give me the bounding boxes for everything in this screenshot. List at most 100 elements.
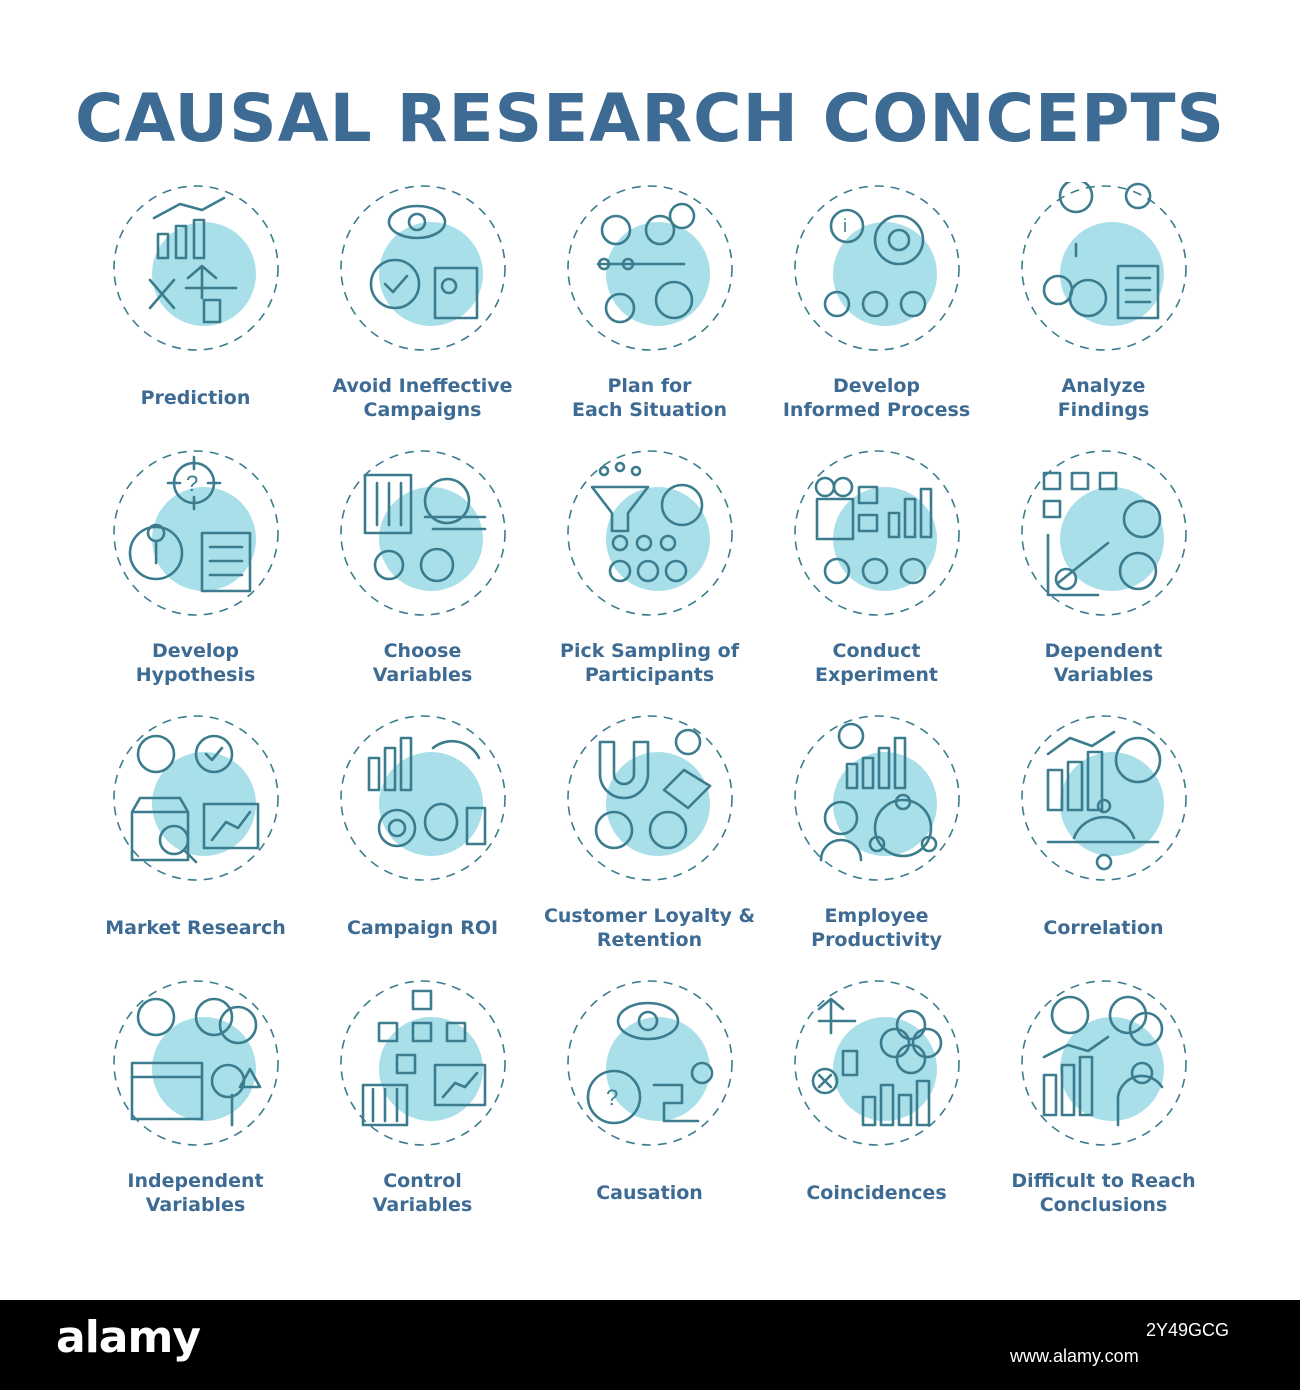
- image-id: 2Y49GCG: [1146, 1320, 1230, 1340]
- concept-label-line: Coincidences: [806, 1182, 947, 1204]
- concept-label-line: Difficult to Reach: [1011, 1170, 1196, 1192]
- analyze-findings-icon: [1018, 178, 1190, 354]
- difficult-conclusions-icon: [1018, 977, 1190, 1149]
- svg-text:?: ?: [606, 1085, 618, 1110]
- correlation-icon: [1018, 712, 1190, 884]
- concept-label-line: Dependent: [1044, 640, 1163, 662]
- concept-label-line: Conclusions: [1039, 1194, 1168, 1216]
- concept-label-line: Customer Loyalty &: [543, 905, 756, 927]
- concept-label-line: Choose: [383, 640, 462, 662]
- concept-label-line: Develop: [832, 375, 921, 397]
- campaign-roi-icon: [337, 712, 509, 884]
- prediction-icon: [110, 182, 282, 354]
- concept-label-line: Experiment: [815, 664, 938, 686]
- concept-label-line: Variables: [372, 1194, 473, 1216]
- concept-label-line: Develop: [151, 640, 240, 662]
- concept-label-line: Findings: [1057, 399, 1150, 421]
- concept-label-line: Prediction: [140, 387, 251, 409]
- page-title: CAUSAL RESEARCH CONCEPTS: [74, 80, 1226, 157]
- causation-icon: ?: [564, 977, 736, 1149]
- concept-item: Customer Loyalty &Retention: [536, 708, 763, 973]
- concept-label-line: Retention: [596, 929, 703, 951]
- develop-informed-process-icon: i: [791, 182, 963, 354]
- concept-label-line: Variables: [372, 664, 473, 686]
- concept-label-line: Analyze: [1061, 375, 1146, 397]
- concept-label-line: Market Research: [105, 917, 286, 939]
- independent-variables-icon: [110, 977, 282, 1149]
- concept-label-line: Independent: [127, 1170, 264, 1192]
- concept-item: ? Causation: [536, 973, 763, 1238]
- choose-variables-icon: [337, 447, 509, 619]
- concept-label: Coincidences: [757, 1181, 996, 1205]
- concept-label-line: Pick Sampling of: [560, 640, 739, 662]
- customer-loyalty-icon: [564, 712, 736, 884]
- site-url: www.alamy.com: [1010, 1346, 1139, 1366]
- market-research-icon: [110, 712, 282, 884]
- pick-sampling-icon: [564, 447, 736, 619]
- avoid-ineffective-campaigns-icon: [337, 182, 509, 354]
- coincidences-icon: [791, 977, 963, 1149]
- concept-label-line: Conduct: [832, 640, 921, 662]
- concept-label-line: Campaign ROI: [346, 917, 499, 939]
- concept-label-line: Variables: [145, 1194, 246, 1216]
- concept-label-line: Participants: [584, 664, 715, 686]
- concept-label: Prediction: [76, 386, 315, 410]
- concept-item: Prediction: [82, 178, 309, 443]
- plan-for-each-situation-icon: [564, 182, 736, 354]
- svg-text:?: ?: [186, 471, 198, 496]
- concept-label-line: Causation: [596, 1182, 703, 1204]
- footer-bar: alamy 2Y49GCG www.alamy.com: [0, 1300, 1300, 1390]
- develop-hypothesis-icon: ?: [110, 447, 282, 619]
- concept-label: Market Research: [76, 916, 315, 940]
- concept-label-line: Variables: [1053, 664, 1154, 686]
- concept-label-line: Control: [383, 1170, 462, 1192]
- employee-productivity-icon: [791, 712, 963, 884]
- conduct-experiment-icon: [791, 447, 963, 619]
- concept-label-line: Correlation: [1043, 917, 1164, 939]
- dependent-variables-icon: [1018, 447, 1190, 619]
- concept-label: Correlation: [984, 916, 1223, 940]
- concept-label: Customer Loyalty &Retention: [530, 904, 769, 952]
- concept-label-line: Avoid Ineffective: [332, 375, 513, 397]
- concept-label-line: Productivity: [811, 929, 942, 951]
- concept-label-line: Each Situation: [571, 399, 727, 421]
- control-variables-icon: [337, 977, 509, 1149]
- concept-item: Campaign ROI: [309, 708, 536, 973]
- concept-label-line: Informed Process: [782, 399, 971, 421]
- concept-label-line: Employee: [824, 905, 929, 927]
- concept-label-line: Campaigns: [363, 399, 482, 421]
- concept-label: Causation: [530, 1181, 769, 1205]
- concept-item: Correlation: [990, 708, 1217, 973]
- brand-logo: alamy: [56, 1312, 201, 1363]
- svg-text:i: i: [843, 216, 847, 236]
- concept-label-line: Hypothesis: [135, 664, 256, 686]
- concept-label-line: Plan for: [607, 375, 692, 397]
